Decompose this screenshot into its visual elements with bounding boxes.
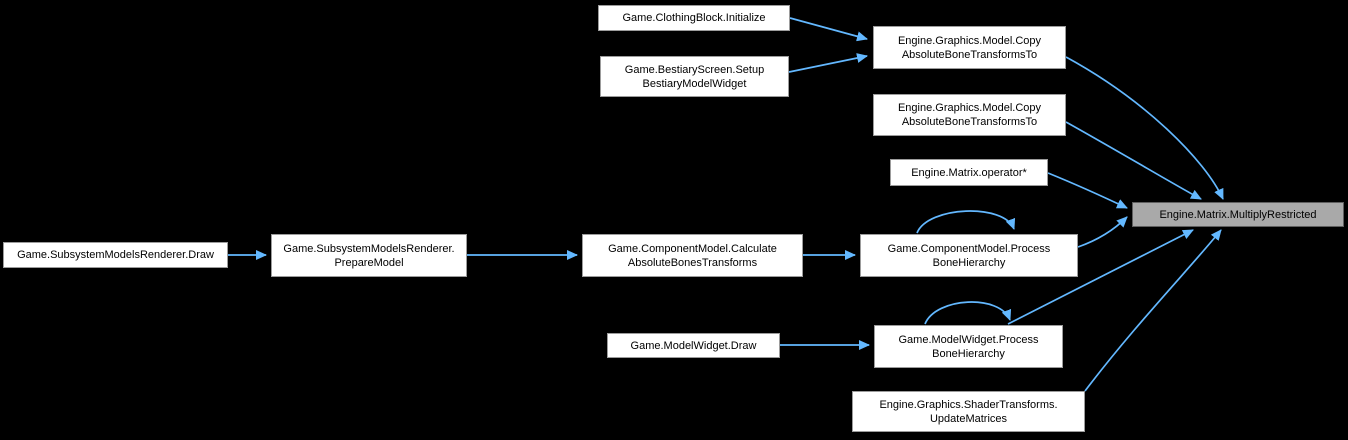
edge-bestiary-screen-setup-bestiary-model-widget-to-copy-absolute-bone-transforms-to-1 bbox=[788, 53, 868, 73]
edge-shader-transforms-update-matrices-to-matrix-multiply-restricted bbox=[1084, 229, 1222, 392]
graph-node-model-widget-draw[interactable]: Game.ModelWidget.Draw bbox=[607, 333, 780, 358]
graph-node-label: BoneHierarchy bbox=[932, 256, 1006, 269]
graph-node-label: Engine.Matrix.MultiplyRestricted bbox=[1159, 208, 1317, 221]
edge-model-widget-process-bone-hierarchy-to-model-widget-process-bone-hierarchy bbox=[924, 301, 1012, 325]
graph-node-label: Engine.Graphics.ShaderTransforms. bbox=[879, 398, 1058, 411]
graph-node-shader-transforms-update-matrices[interactable]: Engine.Graphics.ShaderTransforms.UpdateM… bbox=[852, 391, 1085, 432]
graph-node-label: Engine.Matrix.operator* bbox=[911, 166, 1027, 179]
graph-node-label: Game.BestiaryScreen.Setup bbox=[624, 63, 765, 76]
graph-node-label: UpdateMatrices bbox=[929, 412, 1008, 425]
graph-node-matrix-operator-multiply[interactable]: Engine.Matrix.operator* bbox=[890, 159, 1048, 186]
edge-copy-absolute-bone-transforms-to-1-to-matrix-multiply-restricted bbox=[1065, 56, 1224, 200]
graph-node-label: AbsoluteBoneTransformsTo bbox=[901, 48, 1038, 61]
graph-node-label: Engine.Graphics.Model.Copy bbox=[897, 102, 1042, 114]
edge-component-model-process-bone-hierarchy-to-component-model-process-bone-hierarchy bbox=[916, 210, 1016, 234]
graph-node-label: Game.ClothingBlock.Initialize bbox=[622, 12, 766, 24]
graph-node-label: BestiaryModelWidget bbox=[642, 77, 747, 90]
graph-node-clothing-block-initialize[interactable]: Game.ClothingBlock.Initialize bbox=[598, 5, 790, 31]
graph-node-subsystem-models-renderer-draw[interactable]: Game.SubsystemModelsRenderer.Draw bbox=[3, 242, 228, 268]
graph-node-label: PrepareModel bbox=[334, 256, 404, 269]
graph-node-subsystem-models-renderer-prepare-model[interactable]: Game.SubsystemModelsRenderer.PrepareMode… bbox=[271, 234, 467, 277]
edge-copy-absolute-bone-transforms-to-2-to-matrix-multiply-restricted bbox=[1065, 121, 1202, 200]
edge-clothing-block-initialize-to-copy-absolute-bone-transforms-to-1 bbox=[789, 17, 868, 42]
graph-node-label: Game.ComponentModel.Process bbox=[887, 242, 1051, 255]
graph-node-label: Game.SubsystemModelsRenderer. bbox=[283, 242, 455, 255]
edge-matrix-operator-multiply-to-matrix-multiply-restricted bbox=[1047, 172, 1128, 209]
graph-node-matrix-multiply-restricted[interactable]: Engine.Matrix.MultiplyRestricted bbox=[1132, 202, 1344, 227]
graph-node-label: BoneHierarchy bbox=[932, 347, 1005, 360]
graph-node-label: Engine.Graphics.Model.Copy bbox=[897, 34, 1042, 47]
graph-node-label: AbsoluteBonesTransforms bbox=[627, 256, 758, 269]
graph-node-label: Game.ComponentModel.Calculate bbox=[608, 242, 777, 255]
edge-model-widget-process-bone-hierarchy-to-matrix-multiply-restricted bbox=[1007, 229, 1194, 325]
graph-node-label: Game.SubsystemModelsRenderer.Draw bbox=[17, 249, 214, 261]
graph-node-label: AbsoluteBoneTransformsTo bbox=[901, 116, 1038, 128]
graph-node-label: Game.ModelWidget.Draw bbox=[630, 339, 757, 352]
edge-component-model-process-bone-hierarchy-to-matrix-multiply-restricted bbox=[1077, 216, 1128, 248]
graph-node-label: Game.ModelWidget.Process bbox=[898, 333, 1039, 346]
